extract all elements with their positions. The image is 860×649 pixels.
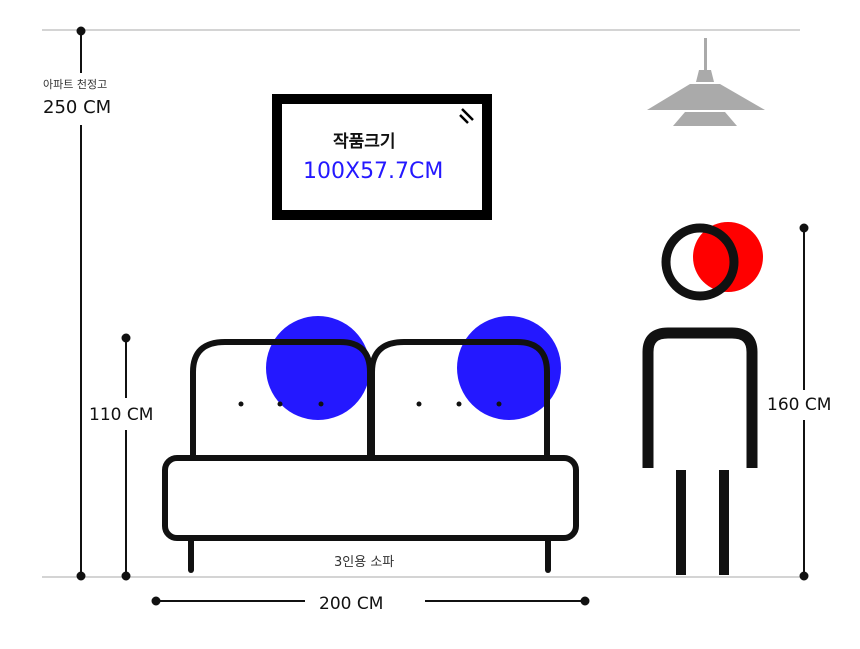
person-height: 160 CM <box>767 395 832 415</box>
head <box>661 223 739 301</box>
sofa-height-dimension <box>121 333 131 581</box>
sofa-height: 110 CM <box>89 405 154 425</box>
person-icon <box>642 222 763 575</box>
sofa-width-dimension <box>151 596 590 606</box>
pendant-lamp-icon <box>647 38 765 126</box>
red-circle <box>693 222 763 292</box>
sofa-width: 200 CM <box>319 594 384 614</box>
person-height-dimension <box>799 223 809 581</box>
sofa-icon <box>162 316 579 573</box>
ceiling-label: 아파트 천정고 <box>43 78 108 91</box>
artwork-size: 100X57.7CM <box>303 159 444 184</box>
ceiling-dimension <box>76 26 86 581</box>
ceiling-height: 250 CM <box>43 97 112 118</box>
sofa-label: 3인용 소파 <box>334 555 395 570</box>
artwork-frame <box>272 94 492 220</box>
artwork-title: 작품크기 <box>333 132 396 152</box>
